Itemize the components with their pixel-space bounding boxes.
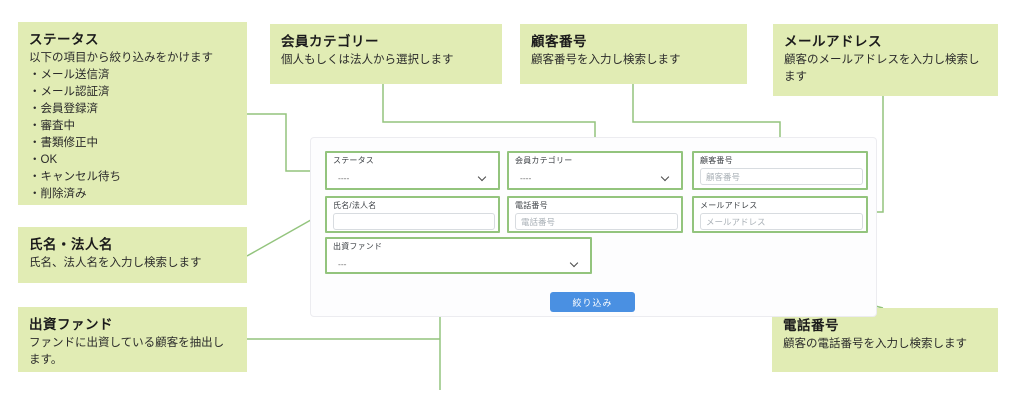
callout-email: メールアドレス 顧客のメールアドレスを入力し検索します <box>773 24 998 96</box>
phone-label: 電話番号 <box>515 201 548 210</box>
callout-email-body: 顧客のメールアドレスを入力し検索します <box>784 54 980 83</box>
callout-phone-body: 顧客の電話番号を入力し検索します <box>783 338 967 350</box>
callout-name: 氏名・法人名 氏名、法人名を入力し検索します <box>18 227 247 283</box>
callout-email-title: メールアドレス <box>784 34 882 49</box>
chevron-down-icon <box>660 172 670 181</box>
status-label: ステータス <box>333 156 374 165</box>
callout-name-body: 氏名、法人名を入力し検索します <box>29 257 202 269</box>
member-category-field-highlight: 会員カテゴリー ---- <box>507 151 683 190</box>
customer-number-label: 顧客番号 <box>700 156 733 165</box>
callout-member-category: 会員カテゴリー 個人もしくは法人から選択します <box>270 24 502 84</box>
name-field-highlight: 氏名/法人名 <box>325 196 500 233</box>
callout-member-category-body: 個人もしくは法人から選択します <box>281 54 454 66</box>
fund-select[interactable]: --- <box>333 256 584 271</box>
email-field-highlight: メールアドレス <box>692 196 868 233</box>
callout-member-category-title: 会員カテゴリー <box>281 34 379 49</box>
status-select[interactable]: ---- <box>333 170 492 185</box>
phone-field-highlight: 電話番号 <box>507 196 683 233</box>
member-category-label: 会員カテゴリー <box>515 156 573 165</box>
callout-fund-title: 出資ファンド <box>29 317 113 332</box>
callout-phone-title: 電話番号 <box>783 318 839 333</box>
callout-fund: 出資ファンド ファンドに出資している顧客を抽出します。 <box>18 307 247 372</box>
name-label: 氏名/法人名 <box>333 201 377 210</box>
member-category-select[interactable]: ---- <box>515 170 675 185</box>
customer-number-field-highlight: 顧客番号 <box>692 151 868 190</box>
callout-status-title: ステータス <box>29 32 99 47</box>
customer-number-input[interactable] <box>700 168 863 185</box>
filter-submit-button[interactable]: 絞り込み <box>550 292 635 312</box>
callout-fund-body: ファンドに出資している顧客を抽出します。 <box>29 337 225 366</box>
chevron-down-icon <box>569 258 579 267</box>
phone-input[interactable] <box>515 213 678 230</box>
callout-customer-number-title: 顧客番号 <box>531 34 587 49</box>
fund-field-highlight: 出資ファンド --- <box>325 237 592 274</box>
member-category-select-value: ---- <box>520 172 532 183</box>
callout-customer-number: 顧客番号 顧客番号を入力し検索します <box>520 24 747 84</box>
callout-customer-number-body: 顧客番号を入力し検索します <box>531 54 681 66</box>
email-input[interactable] <box>700 213 863 230</box>
callout-phone: 電話番号 顧客の電話番号を入力し検索します <box>772 308 998 372</box>
chevron-down-icon <box>477 172 487 181</box>
callout-name-title: 氏名・法人名 <box>29 237 113 252</box>
callout-status-body: 以下の項目から絞り込みをかけます・メール送信済・メール認証済・会員登録済・審査中… <box>29 52 213 200</box>
name-input[interactable] <box>333 213 495 230</box>
fund-label: 出資ファンド <box>333 242 383 251</box>
status-select-value: ---- <box>338 172 350 183</box>
status-field-highlight: ステータス ---- <box>325 151 500 190</box>
callout-status: ステータス 以下の項目から絞り込みをかけます・メール送信済・メール認証済・会員登… <box>18 22 247 205</box>
email-label: メールアドレス <box>700 201 758 210</box>
fund-select-value: --- <box>338 258 347 269</box>
